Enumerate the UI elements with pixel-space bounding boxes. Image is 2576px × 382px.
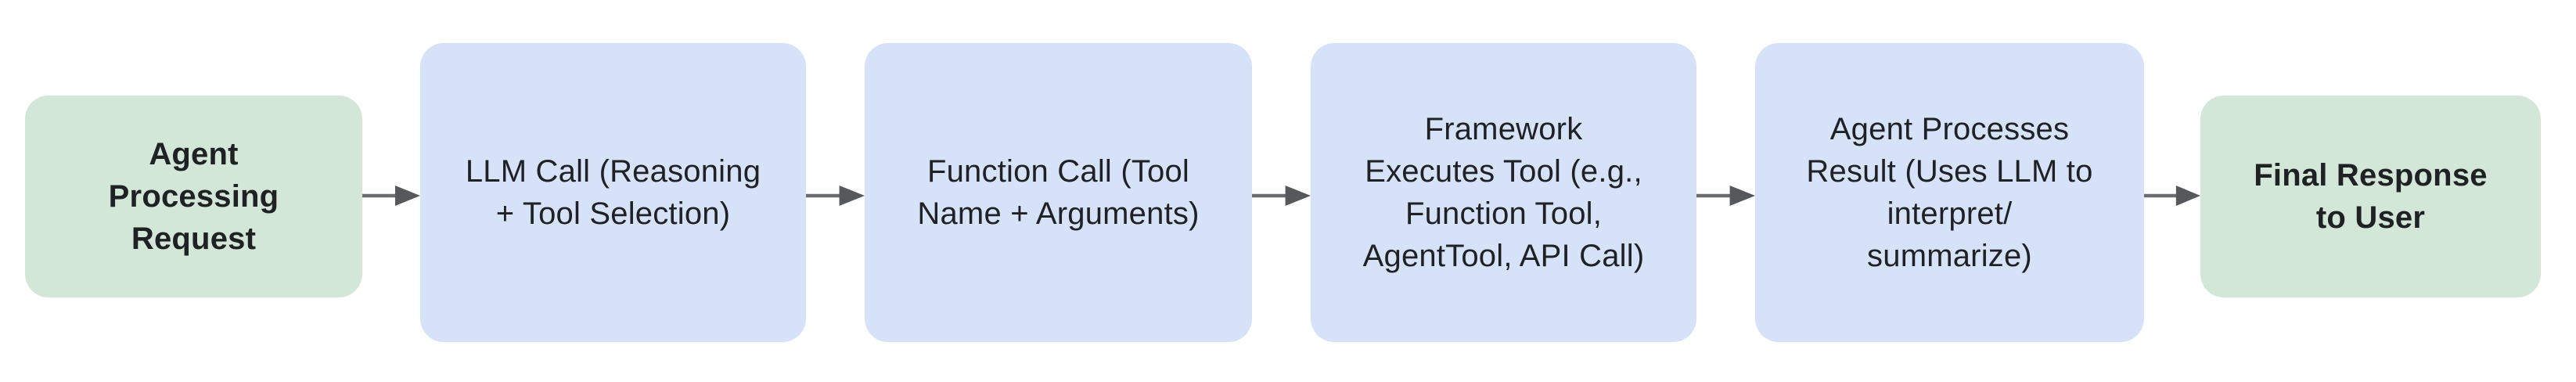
node-agent-processes-result: Agent Processes Result (Uses LLM to inte… bbox=[1755, 43, 2144, 342]
arrow-request-to-llm-icon bbox=[362, 186, 420, 206]
arrow-function-call-to-framework-icon bbox=[1252, 186, 1311, 206]
node-function-call-label: Function Call (Tool Name + Arguments) bbox=[917, 154, 1200, 231]
node-framework-executes-tool-label: Framework Executes Tool (e.g., Function … bbox=[1362, 112, 1645, 273]
arrow-llm-to-function-call-icon bbox=[806, 186, 865, 206]
node-framework-executes-tool: Framework Executes Tool (e.g., Function … bbox=[1311, 43, 1696, 342]
node-agent-processing-request-label: Agent Processing Request bbox=[108, 137, 279, 256]
node-agent-processes-result-label: Agent Processes Result (Uses LLM to inte… bbox=[1806, 112, 2093, 273]
node-agent-processing-request: Agent Processing Request bbox=[25, 96, 362, 297]
node-function-call: Function Call (Tool Name + Arguments) bbox=[865, 43, 1252, 342]
node-final-response-to-user-label: Final Response to User bbox=[2254, 158, 2488, 235]
arrow-framework-to-agent-processes-icon bbox=[1696, 186, 1755, 206]
node-final-response-to-user: Final Response to User bbox=[2200, 96, 2541, 297]
node-llm-call-label: LLM Call (Reasoning + Tool Selection) bbox=[465, 154, 761, 231]
node-llm-call: LLM Call (Reasoning + Tool Selection) bbox=[420, 43, 806, 342]
arrow-agent-processes-to-final-response-icon bbox=[2144, 186, 2200, 206]
